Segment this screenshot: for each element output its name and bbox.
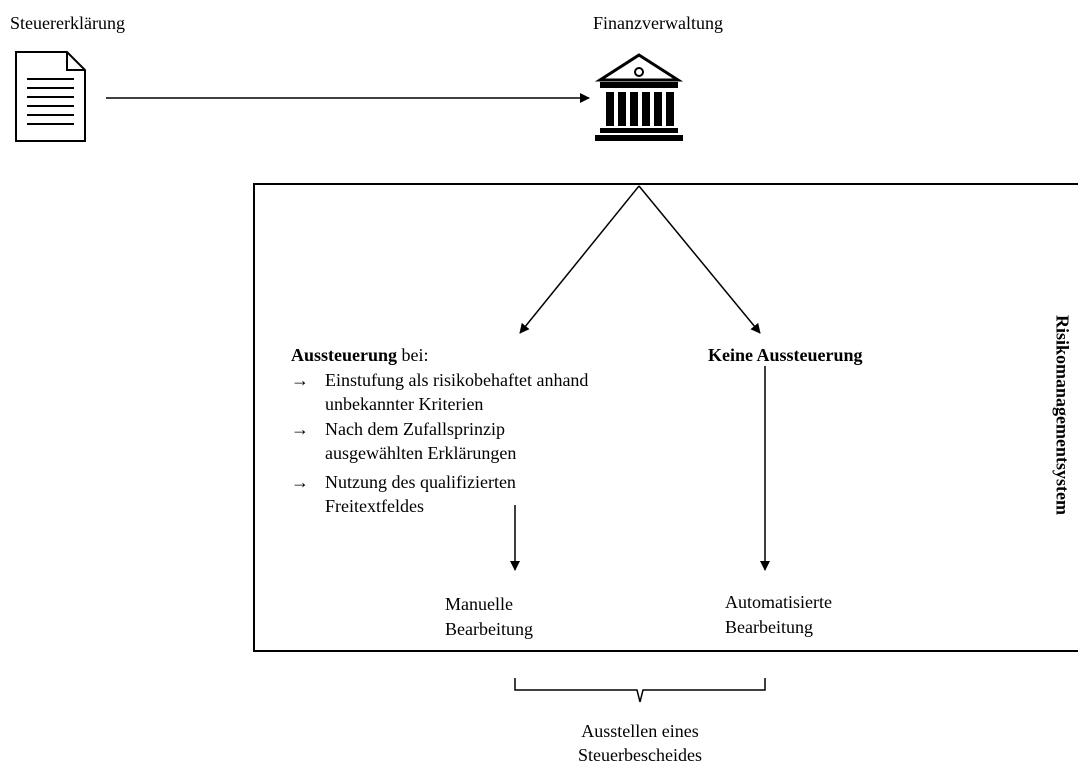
criterion-3-line1: → Nutzung des qualifizierten: [291, 471, 516, 493]
arrow-icon: →: [291, 419, 309, 439]
tax-office-label: Finanzverwaltung: [593, 13, 723, 33]
edge-office-to-notflagged: [638, 185, 761, 334]
automated-line2: Bearbeitung: [725, 617, 813, 637]
arrow-icon: →: [291, 472, 309, 492]
risk-management-system-label: Risikomanagementsystem: [1052, 315, 1073, 515]
criterion-1-line1: → Einstufung als risikobehaftet anhand: [291, 369, 588, 391]
bank-building-icon: [594, 53, 684, 141]
manual-line2: Bearbeitung: [445, 619, 533, 639]
manual-line1: Manuelle: [445, 594, 513, 614]
criterion-2-line2: ausgewählten Erklärungen: [325, 443, 517, 463]
risk-management-system-box: [253, 183, 1078, 652]
flagged-title-rest: bei:: [397, 345, 429, 365]
not-flagged-title: Keine Aussteuerung: [708, 345, 863, 365]
criterion-2-line1: → Nach dem Zufallsprinzip: [291, 418, 505, 440]
result-line1: Ausstellen eines: [581, 721, 699, 741]
result-line2: Steuerbescheides: [578, 745, 702, 765]
criterion-1-line2: unbekannter Kriterien: [325, 394, 484, 414]
flagged-title-bold: Aussteuerung: [291, 345, 398, 365]
criterion-2-text: Nach dem Zufallsprinzip: [325, 419, 505, 439]
criterion-1-text: Einstufung als risikobehaftet anhand: [325, 370, 589, 390]
arrow-icon: →: [291, 370, 309, 390]
document-icon: [15, 51, 86, 142]
result-brace: [514, 678, 766, 703]
tax-return-label: Steuererklärung: [10, 13, 125, 33]
automated-line1: Automatisierte: [725, 592, 832, 612]
flagged-title: Aussteuerung bei:: [291, 344, 429, 366]
criterion-3-line2: Freitextfeldes: [325, 496, 424, 516]
criterion-3-text: Nutzung des qualifizierten: [325, 472, 516, 492]
edge-office-to-flagged: [519, 185, 640, 334]
